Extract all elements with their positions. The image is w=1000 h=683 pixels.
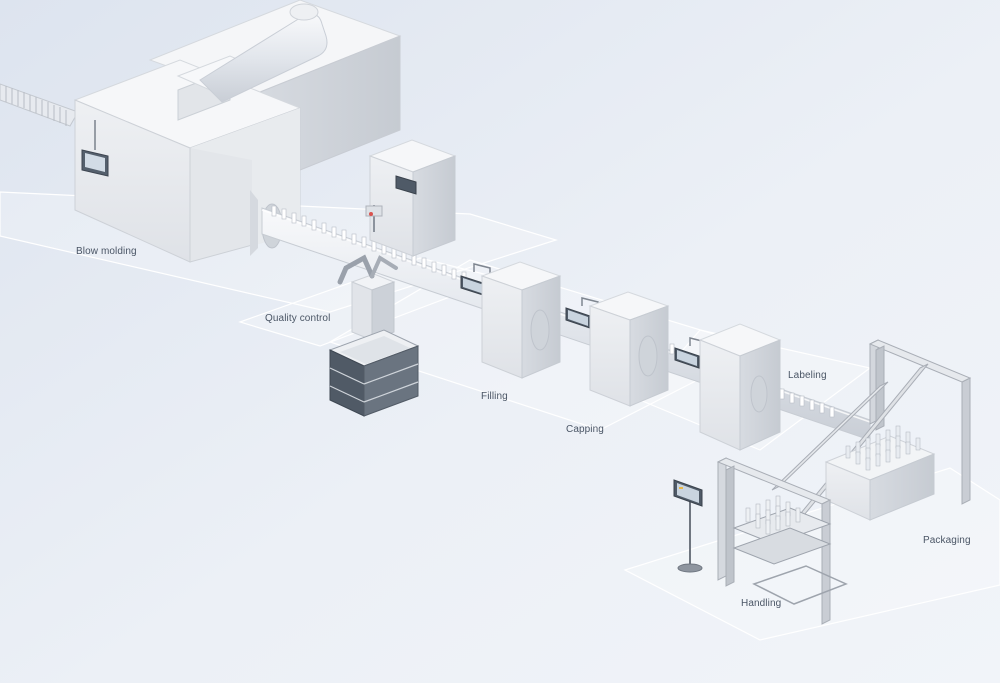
handling-gantry-icon: [716, 457, 848, 625]
infeed-conveyor: [0, 83, 79, 127]
label-handling: Handling: [741, 598, 782, 609]
packaging-box: [824, 425, 936, 521]
bottle-icon: [845, 425, 921, 471]
bottle-icon: [745, 495, 801, 535]
label-blow-molding: Blow molding: [76, 246, 137, 257]
labeling-machine: [698, 323, 782, 451]
filling-machine: [480, 261, 562, 379]
label-labeling: Labeling: [788, 370, 827, 381]
blow-molding-machine: [73, 0, 402, 263]
handling-hmi-terminal-icon: [673, 479, 703, 573]
quality-control-robot-icon: [337, 205, 398, 341]
label-capping: Capping: [566, 424, 604, 435]
label-packaging: Packaging: [923, 535, 971, 546]
quality-control-cabinet: [368, 139, 457, 257]
label-filling: Filling: [481, 391, 508, 402]
crate-stack-icon: [328, 329, 420, 417]
blow-molding-hmi-icon: [81, 120, 109, 177]
label-quality-control: Quality control: [265, 313, 331, 324]
capping-machine: [588, 291, 670, 407]
